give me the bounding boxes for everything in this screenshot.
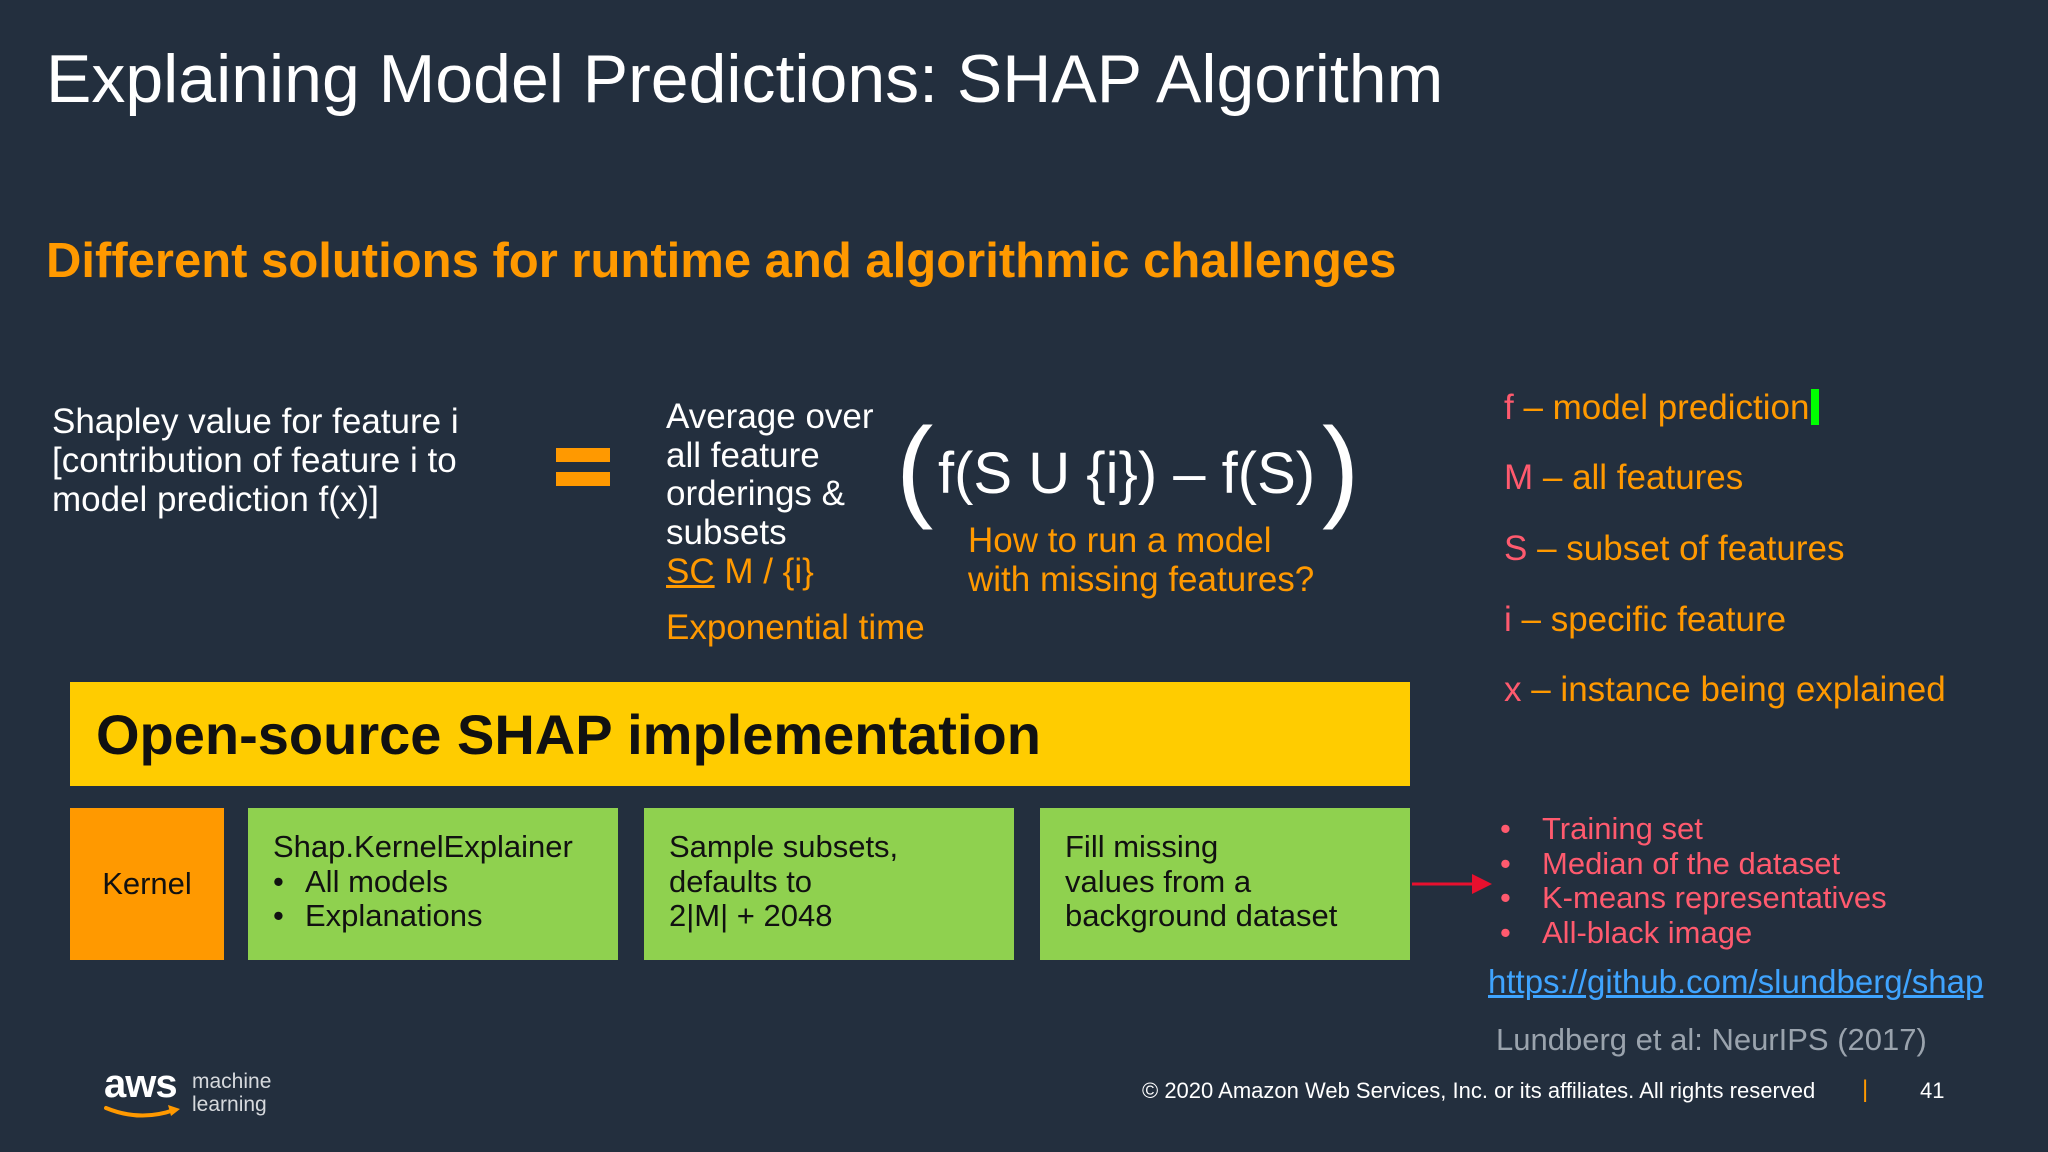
explainer-bullet: •Explanations: [273, 898, 483, 933]
bullet-icon: •: [1500, 845, 1511, 881]
bullet-icon: •: [273, 898, 284, 933]
legend-symbol: i: [1504, 600, 1512, 639]
citation: Lundberg et al: NeurIPS (2017): [1496, 1022, 1927, 1057]
right-paren: ): [1322, 405, 1360, 530]
explainer-title: Shap.KernelExplainer: [273, 829, 573, 864]
aws-smile-icon: [104, 1105, 180, 1118]
legend-item-s: S – subset of features: [1504, 529, 1845, 569]
question-line: with missing features?: [968, 559, 1315, 599]
background-options-list: •Training set •Median of the dataset •K-…: [1500, 811, 1887, 950]
bullet-icon: •: [1500, 811, 1511, 846]
fill-line: Fill missing: [1065, 829, 1219, 864]
legend-item-i: i – specific feature: [1504, 600, 1786, 640]
explainer-bullet: •All models: [273, 863, 448, 899]
arrow-right-icon: [1412, 874, 1492, 894]
legend-text: – instance being explained: [1521, 670, 1946, 709]
aws-logo-word: aws: [104, 1062, 178, 1106]
legend-item-f: f – model prediction: [1504, 388, 1820, 428]
page-number: 41: [1920, 1078, 1945, 1103]
list-item: •All-black image: [1500, 914, 1753, 950]
legend-text: – subset of features: [1527, 529, 1845, 568]
legend-item-m: M – all features: [1504, 458, 1743, 498]
average-line: Average over: [666, 397, 874, 436]
left-paren: (: [896, 405, 934, 530]
fill-missing-box: Fill missing values from a background da…: [1040, 808, 1410, 960]
sample-line: defaults to: [669, 863, 813, 899]
fill-line: values from a: [1065, 863, 1252, 899]
average-line: subsets: [666, 512, 787, 552]
legend-symbol: x: [1504, 670, 1522, 709]
list-item: •Median of the dataset: [1500, 845, 1841, 881]
legend-item-x: x – instance being explained: [1504, 670, 1946, 710]
sample-line: Sample subsets,: [669, 829, 899, 864]
shapley-line: model prediction f(x)]: [52, 480, 379, 519]
equals-sign-icon: [556, 448, 610, 496]
shapley-definition: Shapley value for feature i [contributio…: [52, 402, 532, 519]
formula: f(S U {i}) – f(S): [938, 441, 1316, 506]
fill-line: background dataset: [1065, 898, 1338, 933]
legend-text: – specific feature: [1511, 600, 1787, 639]
legend-symbol: S: [1504, 529, 1528, 568]
question-line: How to run a model: [968, 521, 1272, 560]
shap-implementation-banner: Open-source SHAP implementation: [70, 682, 1410, 786]
aws-logo-subtitle: machine learning: [192, 1070, 272, 1116]
missing-features-question: How to run a model with missing features…: [968, 521, 1315, 599]
legend-symbol: M: [1504, 458, 1534, 497]
copyright-notice: © 2020 Amazon Web Services, Inc. or its …: [1142, 1078, 1816, 1103]
kernel-label: Kernel: [102, 865, 192, 901]
kernel-explainer-box: Shap.KernelExplainer •All models •Explan…: [248, 808, 618, 960]
aws-ml-logo: aws machine learning: [104, 1062, 271, 1118]
average-line: all feature: [666, 435, 820, 475]
average-text: Average over all feature orderings & sub…: [666, 397, 874, 552]
github-link[interactable]: https://github.com/slundberg/shap: [1488, 963, 1984, 1000]
subset-symbol: SC: [666, 552, 715, 591]
average-line: orderings &: [666, 474, 845, 513]
footer-separator: |: [1862, 1076, 1869, 1103]
bullet-icon: •: [1500, 880, 1511, 915]
slide-subtitle: Different solutions for runtime and algo…: [46, 234, 1397, 288]
sample-subsets-box: Sample subsets, defaults to 2|M| + 2048: [644, 808, 1014, 960]
kernel-box: Kernel: [70, 808, 224, 960]
subset-notation: SC M / {i}: [666, 552, 814, 592]
shapley-line: [contribution of feature i to: [52, 441, 457, 480]
legend-text: – all features: [1533, 458, 1744, 497]
legend-symbol: f: [1504, 388, 1514, 427]
exponential-time: Exponential time: [666, 608, 925, 647]
legend-text: – model prediction: [1513, 388, 1810, 427]
list-item: •Training set: [1500, 811, 1703, 846]
text-cursor-icon: [1811, 389, 1820, 425]
slide-title: Explaining Model Predictions: SHAP Algor…: [46, 41, 1444, 117]
sample-line: 2|M| + 2048: [669, 898, 833, 933]
shapley-line: Shapley value for feature i: [52, 402, 459, 441]
bullet-icon: •: [1500, 914, 1511, 950]
list-item: •K-means representatives: [1500, 880, 1887, 915]
subset-rest: M / {i}: [714, 552, 814, 591]
bullet-icon: •: [273, 863, 284, 899]
